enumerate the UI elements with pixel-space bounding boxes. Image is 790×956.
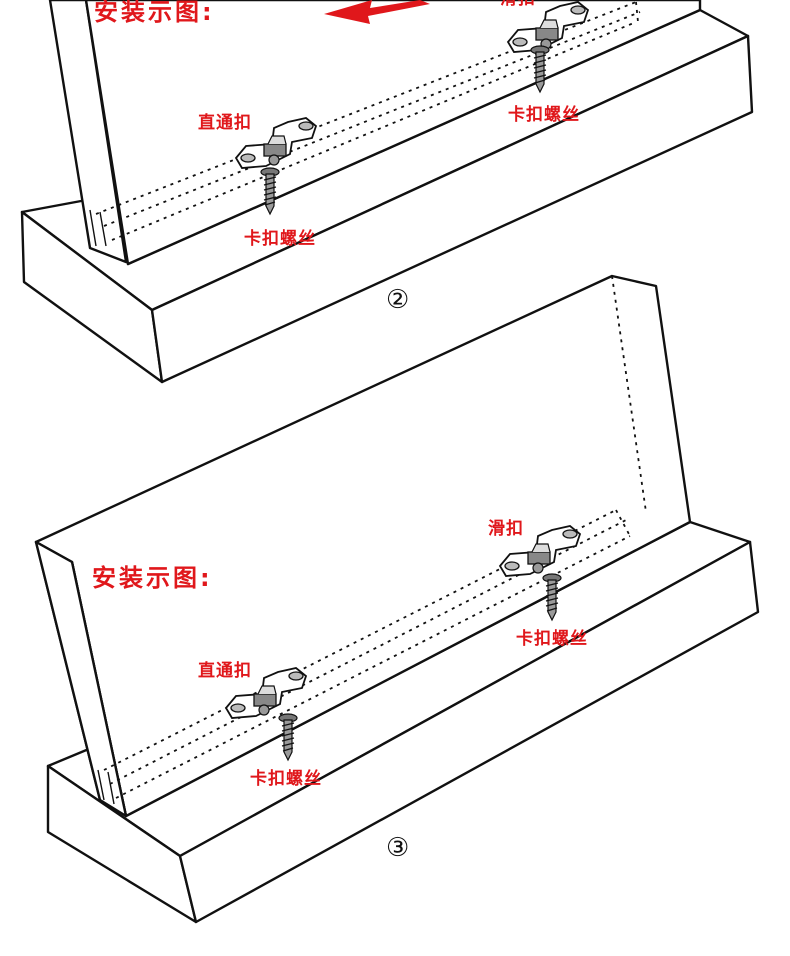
panel-face-2 — [48, 0, 128, 264]
step-3-label-screw-right: 卡扣螺丝 — [516, 628, 588, 649]
step-3-diagram: 安装示图: 滑扣 直通扣 卡扣螺丝 卡扣螺丝 ③ — [34, 274, 760, 924]
step-2-label-screw-right: 卡扣螺丝 — [508, 104, 580, 125]
step-3-label-screw-left: 卡扣螺丝 — [250, 768, 322, 789]
step-2-diagram: 安装示图: 滑扣 直通扣 卡扣螺丝 卡扣螺丝 ② — [20, 0, 754, 384]
slot-dots-2b — [103, 11, 641, 227]
red-arrow-icon — [324, 0, 430, 24]
step-3-title: 安装示图: — [92, 564, 213, 592]
step-2-number: ② — [386, 285, 409, 315]
slot-dots-2c — [111, 21, 637, 241]
base-side-face-2 — [150, 34, 754, 384]
step-2-label-slide-clip: 滑扣 — [500, 0, 536, 9]
base-side-face-3 — [178, 540, 760, 924]
step-2-label-straight-clip: 直通扣 — [198, 112, 252, 133]
step-3-label-straight-clip: 直通扣 — [198, 660, 252, 681]
step-2-label-screw-left: 卡扣螺丝 — [244, 228, 316, 249]
slot-dots-3b — [109, 519, 627, 785]
step-3-label-slide-clip: 滑扣 — [488, 518, 524, 539]
step-3-number: ③ — [386, 833, 409, 863]
slot-dots-2a — [95, 1, 637, 215]
step-2-title: 安装示图: — [94, 0, 215, 26]
panel-board-2 — [84, 0, 702, 266]
